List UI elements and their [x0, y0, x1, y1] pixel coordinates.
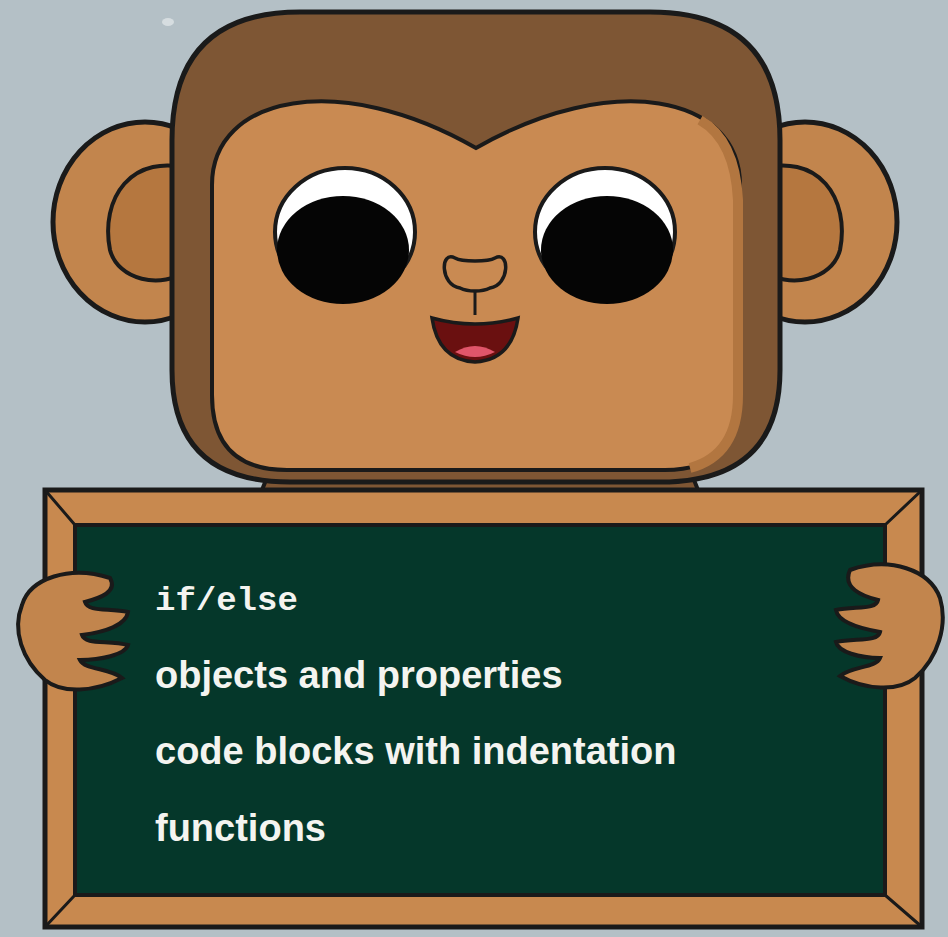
nose — [444, 257, 505, 291]
frame-mitres — [45, 490, 922, 927]
face-shade — [690, 120, 738, 468]
chalkboard: if/else objects and properties code blocks… — [75, 525, 885, 895]
monkey-face — [212, 101, 740, 470]
speck — [162, 18, 174, 26]
philtrum — [474, 290, 477, 315]
topic-text: functions — [155, 808, 326, 850]
chalkboard-surface — [75, 525, 885, 895]
topic-code: if/else — [155, 583, 298, 620]
topic-text: code blocks with indentation — [155, 731, 676, 773]
right-hand — [836, 565, 943, 688]
tongue — [455, 346, 495, 357]
eyes — [275, 168, 675, 304]
topic-text: objects and properties — [155, 655, 563, 697]
board-frame — [45, 490, 922, 927]
monkey-head — [172, 12, 780, 482]
left-hand — [18, 573, 128, 690]
mouth — [432, 318, 518, 362]
